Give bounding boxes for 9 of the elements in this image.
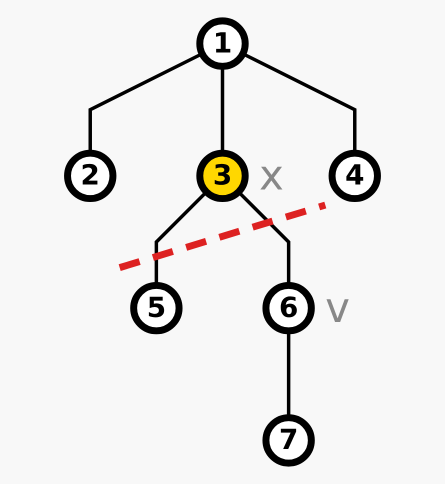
node-circle: 1 (196, 17, 249, 70)
node-circle: 6 (262, 282, 315, 334)
node-circle: 7 (262, 414, 315, 467)
node-annotation: v (325, 283, 350, 332)
node-circle: 5 (130, 282, 183, 334)
node-circle: 3 (196, 150, 249, 202)
node-circle: 2 (64, 150, 116, 202)
node-circle: 4 (328, 150, 381, 202)
node-annotation: x (259, 150, 284, 200)
